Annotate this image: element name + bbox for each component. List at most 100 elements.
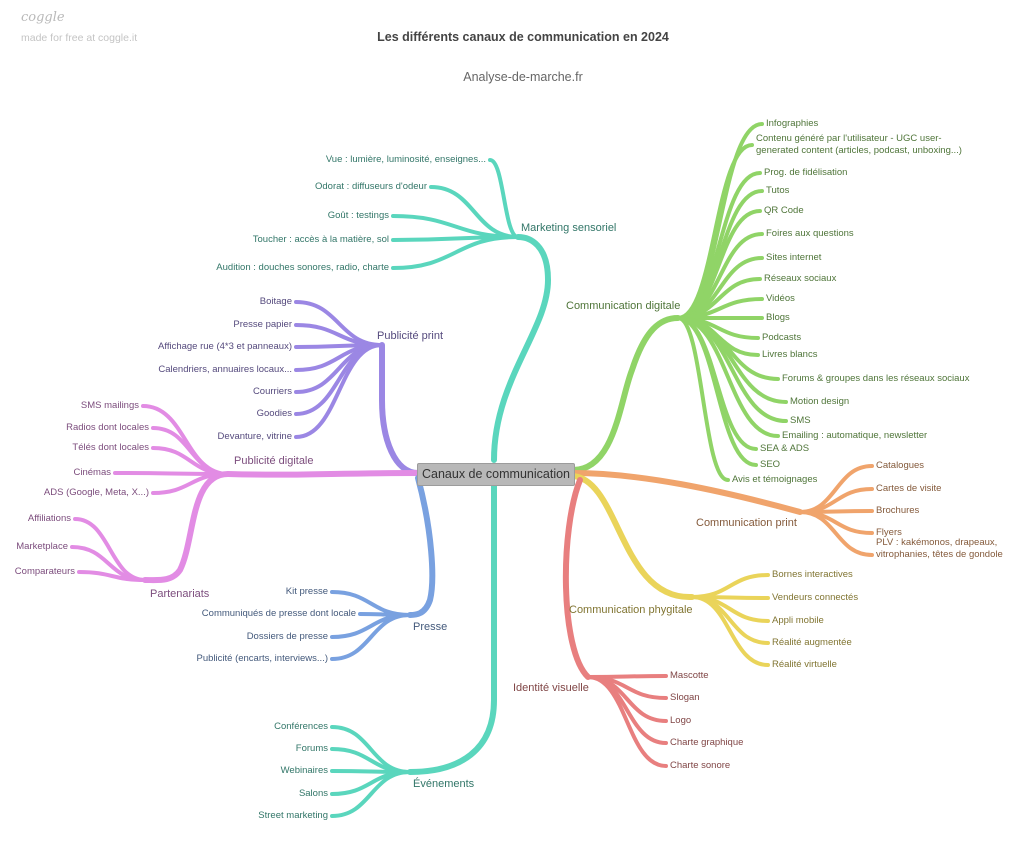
leaf-link-communication_digitale-18 (676, 316, 730, 482)
leaf-presse-1[interactable]: Communiqués de presse dont locale (201, 608, 356, 619)
made-for-free-link[interactable]: made for free at coggle.it (21, 32, 138, 44)
leaf-communication_print-4[interactable]: PLV : kakémonos, drapeaux, vitrophanies,… (876, 537, 1003, 560)
branch-label-identite_visuelle[interactable]: Identité visuelle (513, 682, 589, 694)
branch-label-publicite_print[interactable]: Publicité print (377, 330, 444, 342)
branch-link-communication_print (570, 470, 803, 515)
leaf-communication_digitale-16[interactable]: SEA & ADS (760, 443, 810, 454)
leaf-publicite_print-0[interactable]: Boitage (259, 296, 292, 307)
branch-label-partenariats[interactable]: Partenariats (150, 588, 210, 600)
leaf-communication_phygitale-1[interactable]: Vendeurs connectés (772, 592, 859, 603)
leaf-communication_phygitale-0[interactable]: Bornes interactives (772, 569, 853, 580)
page-subtitle: Analyse-de-marche.fr (463, 70, 583, 84)
leaf-link-publicite_print-6 (294, 343, 384, 439)
leaf-publicite_print-2[interactable]: Affichage rue (4*3 et panneaux) (158, 341, 292, 352)
leaf-communication_digitale-8[interactable]: Vidéos (766, 293, 795, 304)
leaf-publicite_print-4[interactable]: Courriers (252, 386, 292, 397)
leaf-publicite_digitale-0[interactable]: SMS mailings (80, 400, 139, 411)
leaf-publicite_print-5[interactable]: Goodies (256, 408, 292, 419)
leaf-identite_visuelle-0[interactable]: Mascotte (670, 670, 709, 681)
leaf-marketing_sensoriel-4[interactable]: Audition : douches sonores, radio, chart… (216, 262, 389, 273)
leaf-communication_digitale-3[interactable]: Tutos (766, 185, 790, 196)
leaf-communication_print-3[interactable]: Flyers (876, 527, 902, 538)
branch-link-communication_digitale (570, 315, 681, 473)
branch-label-communication_phygitale[interactable]: Communication phygitale (569, 604, 693, 616)
branch-link-identite_visuelle (562, 477, 591, 680)
leaf-evenements-4[interactable]: Street marketing (258, 810, 328, 821)
leaf-presse-0[interactable]: Kit presse (285, 586, 328, 597)
leaf-link-communication_phygitale-0 (690, 573, 770, 599)
branch-link-communication_phygitale (570, 473, 695, 601)
branch-label-presse[interactable]: Presse (413, 621, 448, 633)
branch-label-marketing_sensoriel[interactable]: Marketing sensoriel (521, 222, 617, 234)
leaf-communication_digitale-9[interactable]: Blogs (766, 312, 790, 323)
leaf-marketing_sensoriel-0[interactable]: Vue : lumière, luminosité, enseignes... (325, 154, 486, 165)
coggle-logo[interactable]: coggle (21, 10, 65, 25)
leaf-communication_digitale-11[interactable]: Livres blancs (762, 349, 818, 360)
leaf-identite_visuelle-3[interactable]: Charte graphique (670, 737, 744, 748)
leaf-communication_phygitale-2[interactable]: Appli mobile (772, 615, 824, 626)
leaf-publicite_digitale-1[interactable]: Radios dont locales (66, 422, 149, 433)
leaf-communication_digitale-14[interactable]: SMS (790, 415, 811, 426)
leaf-marketing_sensoriel-2[interactable]: Goût : testings (327, 210, 389, 221)
leaf-identite_visuelle-1[interactable]: Slogan (670, 692, 700, 703)
leaf-link-communication_print-4 (798, 510, 874, 557)
leaf-publicite_digitale-2[interactable]: Télés dont locales (72, 442, 149, 453)
leaf-communication_digitale-6[interactable]: Sites internet (766, 252, 822, 263)
branch-label-publicite_digitale[interactable]: Publicité digitale (234, 455, 314, 467)
leaf-communication_phygitale-4[interactable]: Réalité virtuelle (772, 659, 837, 670)
leaf-link-marketing_sensoriel-0 (488, 158, 520, 239)
leaf-link-communication_digitale-15 (676, 316, 780, 438)
branch-link-presse (407, 475, 436, 618)
leaf-partenariats-0[interactable]: Affiliations (27, 513, 71, 524)
leaf-communication_digitale-0[interactable]: Infographies (766, 118, 819, 129)
leaf-marketing_sensoriel-1[interactable]: Odorat : diffuseurs d'odeur (314, 181, 427, 192)
leaf-presse-2[interactable]: Dossiers de presse (246, 631, 328, 642)
branch-link-evenements (407, 483, 498, 775)
leaf-communication_digitale-13[interactable]: Motion design (790, 396, 850, 407)
leaf-publicite_print-3[interactable]: Calendriers, annuaires locaux... (158, 364, 292, 375)
leaf-partenariats-1[interactable]: Marketplace (16, 541, 68, 552)
leaf-link-evenements-4 (330, 770, 412, 818)
branch-link-partenariats (142, 471, 231, 584)
leaf-identite_visuelle-2[interactable]: Logo (670, 715, 692, 726)
branch-label-evenements[interactable]: Événements (413, 778, 475, 790)
branch-link-publicite_digitale (225, 470, 421, 478)
leaf-communication_digitale-15[interactable]: Emailing : automatique, newsletter (782, 430, 928, 441)
leaf-evenements-1[interactable]: Forums (295, 743, 328, 754)
leaf-communication_digitale-7[interactable]: Réseaux sociaux (764, 273, 837, 284)
leaf-communication_print-1[interactable]: Cartes de visite (876, 483, 942, 494)
leaf-communication_print-0[interactable]: Catalogues (876, 460, 925, 471)
leaf-link-publicite_digitale-0 (141, 404, 230, 476)
center-node[interactable]: Canaux de communication (417, 463, 575, 486)
leaf-communication_digitale-1[interactable]: Contenu généré par l'utilisateur - UGC u… (756, 133, 962, 156)
leaf-communication_digitale-12[interactable]: Forums & groupes dans les réseaux sociau… (782, 373, 970, 384)
leaf-publicite_digitale-4[interactable]: ADS (Google, Meta, X...) (43, 487, 149, 498)
page-title: Les différents canaux de communication e… (377, 30, 669, 44)
leaf-publicite_print-1[interactable]: Presse papier (233, 319, 292, 330)
leaf-publicite_print-6[interactable]: Devanture, vitrine (217, 431, 292, 442)
leaf-evenements-0[interactable]: Conférences (274, 721, 328, 732)
leaf-presse-3[interactable]: Publicité (encarts, interviews...) (196, 653, 328, 664)
leaf-marketing_sensoriel-3[interactable]: Toucher : accès à la matière, sol (252, 234, 389, 245)
leaf-link-presse-3 (330, 613, 412, 661)
branch-label-communication_print[interactable]: Communication print (696, 517, 797, 529)
leaf-evenements-2[interactable]: Webinaires (280, 765, 328, 776)
branch-link-marketing_sensoriel (491, 234, 552, 463)
branch-label-communication_digitale[interactable]: Communication digitale (566, 300, 681, 312)
leaf-communication_digitale-4[interactable]: QR Code (764, 205, 804, 216)
leaf-partenariats-2[interactable]: Comparateurs (14, 566, 75, 577)
leaf-communication_digitale-18[interactable]: Avis et témoignages (732, 474, 818, 485)
branch-link-publicite_print (379, 342, 421, 476)
leaf-evenements-3[interactable]: Salons (298, 788, 328, 799)
leaf-communication_digitale-17[interactable]: SEO (760, 459, 781, 470)
leaf-identite_visuelle-4[interactable]: Charte sonore (670, 760, 731, 771)
leaf-communication_phygitale-3[interactable]: Réalité augmentée (772, 637, 852, 648)
leaf-communication_print-2[interactable]: Brochures (876, 505, 920, 516)
leaf-publicite_digitale-3[interactable]: Cinémas (73, 467, 112, 478)
leaf-link-communication_digitale-17 (676, 316, 758, 467)
leaf-communication_digitale-5[interactable]: Foires aux questions (766, 228, 854, 239)
leaf-communication_digitale-10[interactable]: Podcasts (762, 332, 802, 343)
leaf-communication_digitale-2[interactable]: Prog. de fidélisation (764, 167, 848, 178)
